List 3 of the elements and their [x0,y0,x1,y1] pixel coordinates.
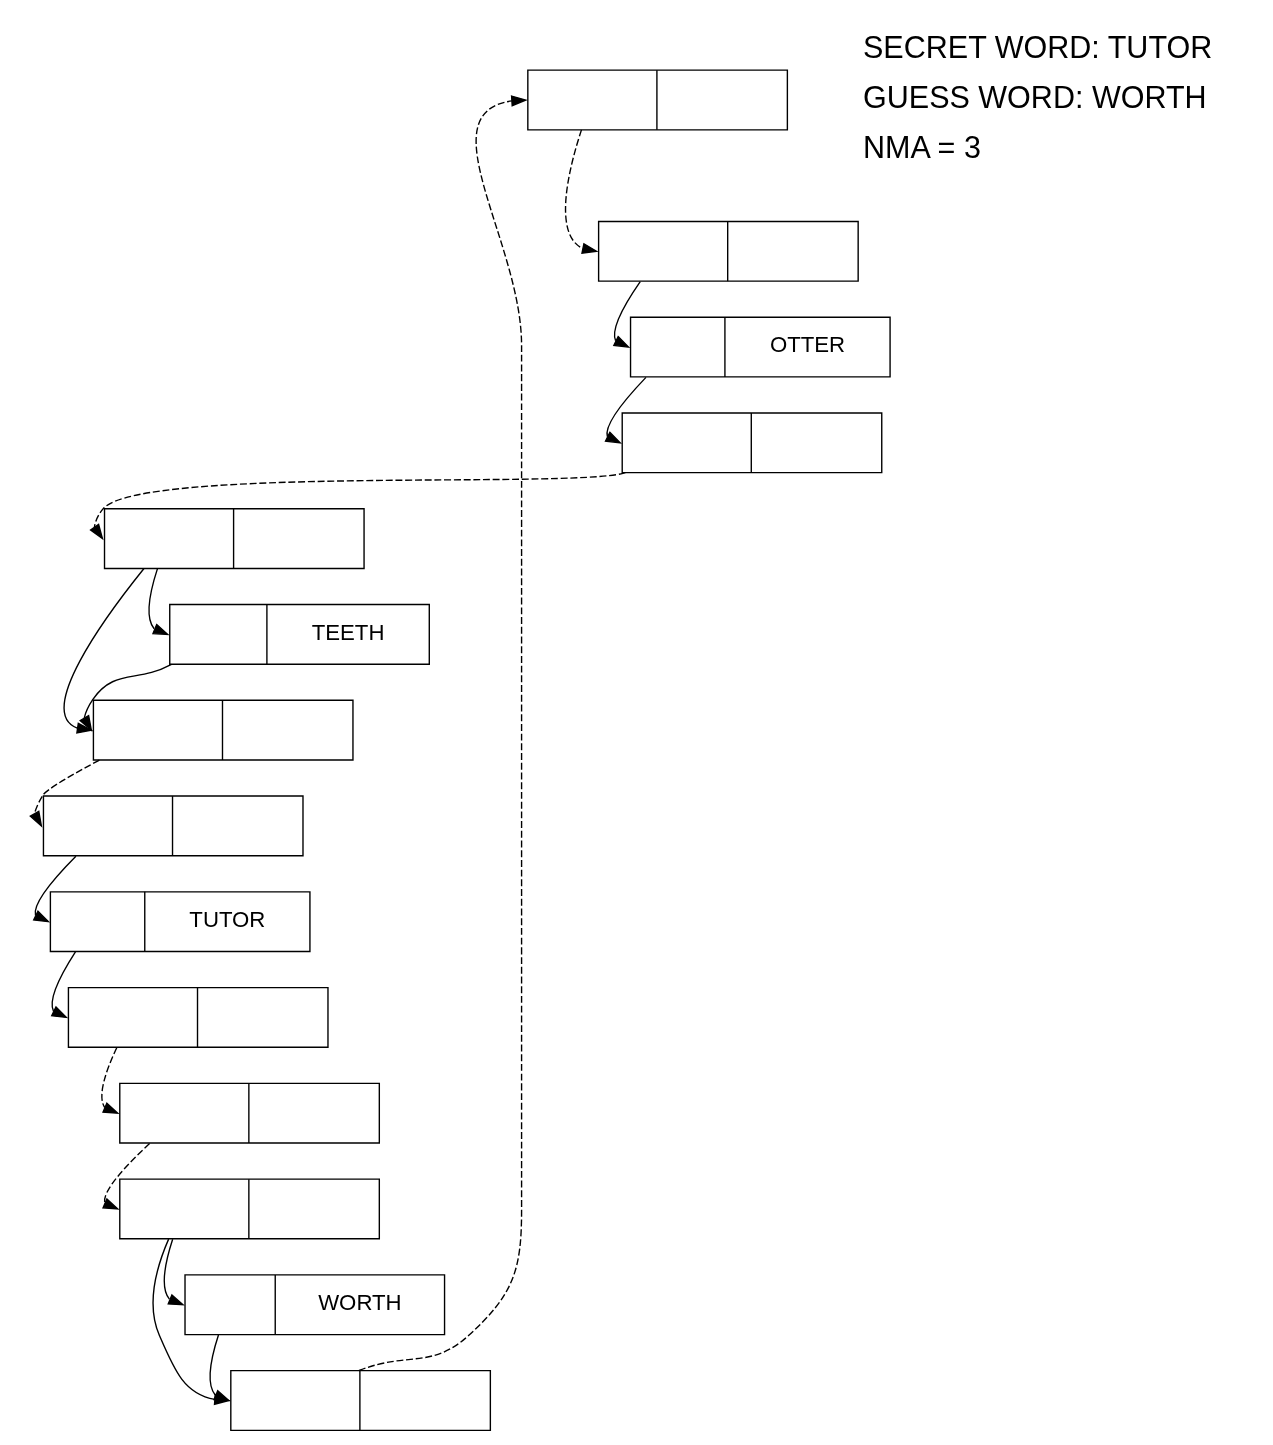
label: NMA = 3 [863,129,981,164]
label: SECRET WORD: TUTOR [863,29,1213,64]
label: GUESS WORD: WORTH [863,79,1207,114]
